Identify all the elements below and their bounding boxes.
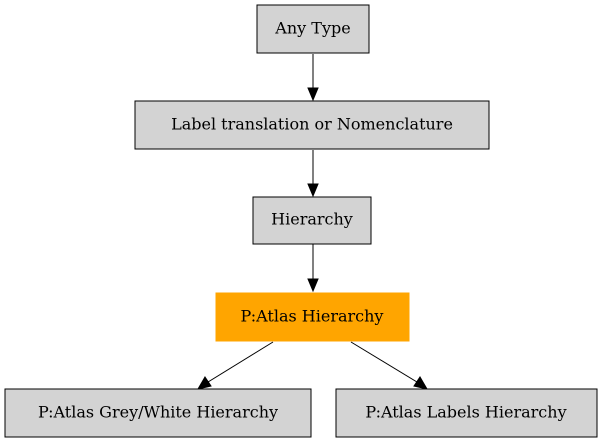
node-label-translation-label: Label translation or Nomenclature [171,115,453,134]
node-patlas-hierarchy-label: P:Atlas Hierarchy [241,307,384,326]
node-patlas-hierarchy[interactable]: P:Atlas Hierarchy [215,292,410,342]
node-hierarchy[interactable]: Hierarchy [252,196,372,245]
node-any-type-label: Any Type [274,19,350,38]
node-label-translation[interactable]: Label translation or Nomenclature [134,100,490,150]
node-patlas-grey-white-label: P:Atlas Grey/White Hierarchy [38,403,278,422]
edge-label-translation-to-hierarchy [307,150,319,198]
edge-patlas-hierarchy-to-grey-white [196,341,274,390]
edge-patlas-hierarchy-to-labels [350,341,429,390]
edges [196,54,429,390]
edge-any-type-to-label-translation [307,54,319,102]
node-any-type[interactable]: Any Type [256,4,370,54]
node-patlas-labels-label: P:Atlas Labels Hierarchy [365,403,566,422]
node-patlas-labels[interactable]: P:Atlas Labels Hierarchy [335,388,598,438]
node-patlas-grey-white[interactable]: P:Atlas Grey/White Hierarchy [4,388,312,438]
edge-hierarchy-to-patlas-hierarchy [307,244,319,293]
node-hierarchy-label: Hierarchy [271,210,353,229]
